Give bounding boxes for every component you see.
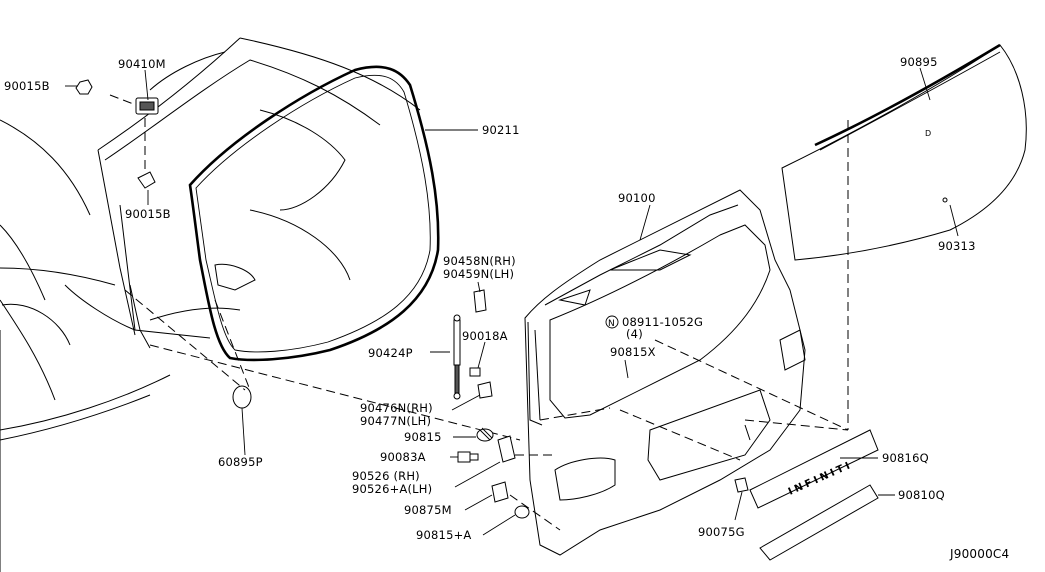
gas-strut-part <box>453 314 461 400</box>
callout-90815: 90815 <box>404 430 442 444</box>
hinge-part-lower <box>477 381 493 399</box>
clip-part <box>734 477 749 493</box>
latch-bracket-part <box>109 94 159 170</box>
callout-90810Q: 90810Q <box>898 488 945 502</box>
hinge-part-upper <box>473 289 487 313</box>
callout-08911-1052G: 08911-1052G <box>622 315 703 329</box>
back-door-panel <box>524 189 806 556</box>
callout-90083A: 90083A <box>380 450 426 464</box>
callout-90313: 90313 <box>938 239 976 253</box>
callout-90815X: 90815X <box>610 345 656 359</box>
callout-90895: 90895 <box>900 55 938 69</box>
weatherstrip-seal <box>188 65 440 362</box>
callout-90211: 90211 <box>482 123 520 137</box>
callout-90816Q: 90816Q <box>882 451 929 465</box>
bumper-stopper-part <box>457 451 479 463</box>
callout-90075G: 90075G <box>698 525 745 539</box>
nut-symbol-letter: N <box>608 319 615 329</box>
window-marking: D <box>925 129 931 138</box>
spring-part <box>476 427 494 442</box>
nut-symbol-icon <box>605 315 619 329</box>
callout-90015B: 90015B <box>4 79 50 93</box>
callout-90015B: 90015B <box>125 207 171 221</box>
plug-cap-part <box>232 385 252 409</box>
callout-90458N: 90458N(RH) <box>443 254 516 268</box>
rear-window-glass <box>781 43 1027 261</box>
callout-90410M: 90410M <box>118 57 166 71</box>
grommet-part <box>137 171 156 189</box>
callout-90875M: 90875M <box>404 503 452 517</box>
callout-quantity: (4) <box>626 327 643 341</box>
finisher-garnish-lower <box>759 484 879 561</box>
callout-90526: 90526 (RH) <box>352 469 420 483</box>
callout-90424P: 90424P <box>368 346 413 360</box>
nut-part-upper <box>75 79 93 95</box>
callout-90476N: 90476N(RH) <box>360 401 433 415</box>
leader-lines <box>65 67 959 536</box>
striker-part <box>491 481 509 503</box>
bolt-part <box>469 367 481 377</box>
callout-90459N: 90459N(LH) <box>443 267 514 281</box>
callout-90018A: 90018A <box>462 329 508 343</box>
callout-90100: 90100 <box>618 191 656 205</box>
callout-90477N: 90477N(LH) <box>360 414 431 428</box>
callout-60895P: 60895P <box>218 455 263 469</box>
callout-90526A: 90526+A(LH) <box>352 482 432 496</box>
bracket-part <box>497 435 516 463</box>
vehicle-body-outline <box>0 37 421 572</box>
finisher-garnish-upper <box>749 429 879 509</box>
spring-part-lower <box>514 505 530 519</box>
callout-90815A: 90815+A <box>416 528 472 542</box>
diagram-code: J90000C4 <box>949 547 1009 561</box>
